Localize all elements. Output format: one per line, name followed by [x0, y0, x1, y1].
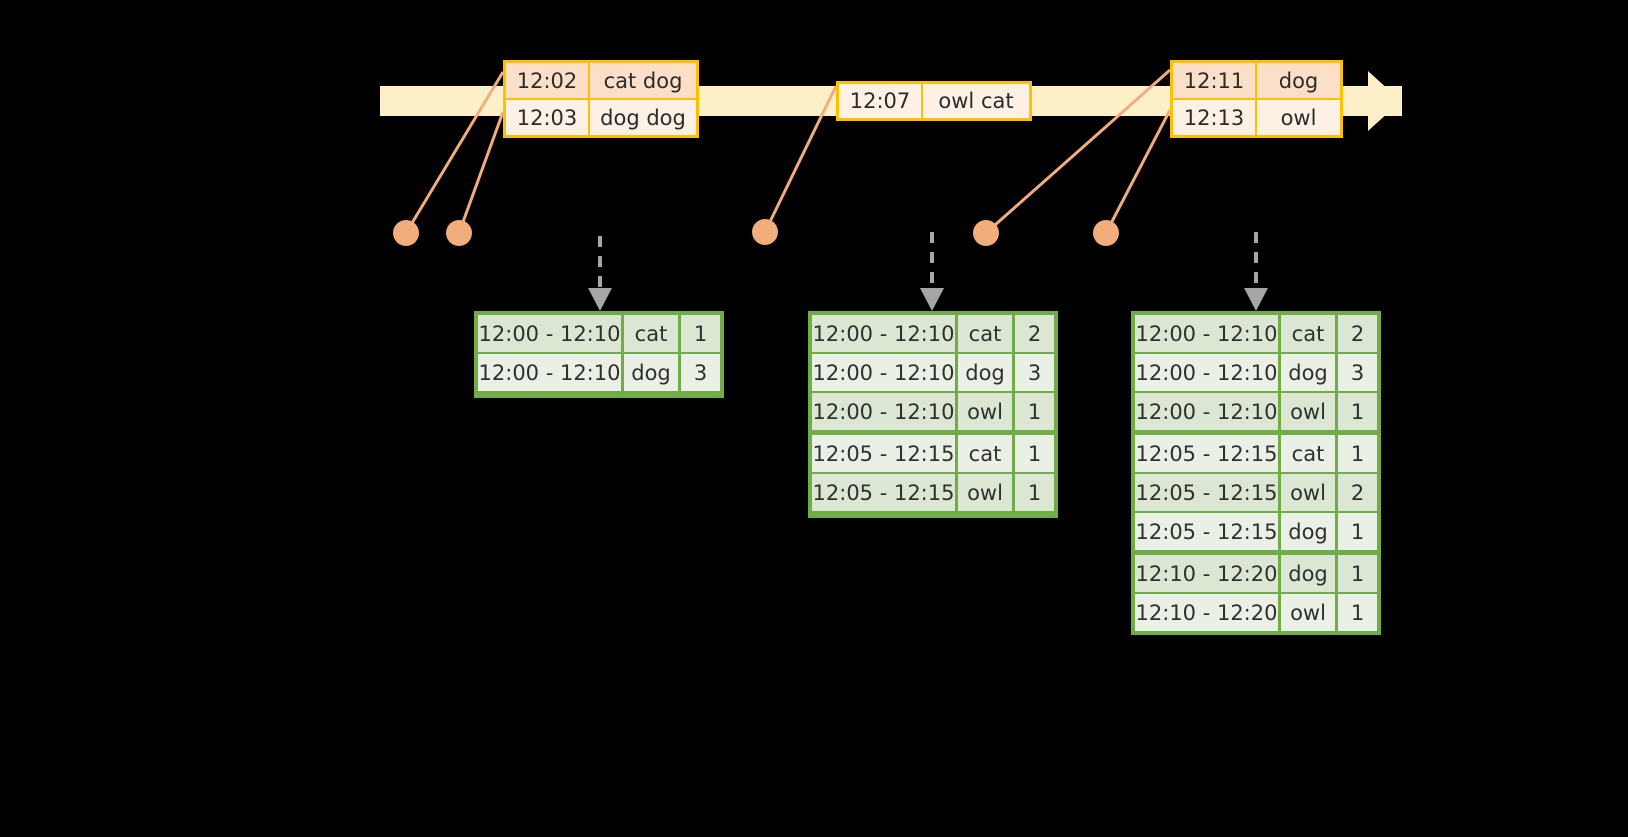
count-cell: 1	[681, 315, 720, 352]
event-words: owl cat	[923, 84, 1029, 118]
count-cell: 3	[1015, 354, 1054, 391]
event-dot-2[interactable]	[446, 220, 472, 246]
window-cell: 12:00 - 12:10	[812, 354, 958, 391]
event-dot-5[interactable]	[1093, 220, 1119, 246]
count-cell: 1	[1015, 474, 1054, 511]
word-cell: dog	[1281, 555, 1338, 592]
event-row: 12:11 dog	[1173, 63, 1340, 98]
count-cell: 2	[1338, 315, 1377, 352]
window-cell: 12:00 - 12:10	[478, 354, 624, 391]
event-time: 12:02	[506, 63, 590, 98]
event-row: 12:13 owl	[1173, 98, 1340, 135]
event-words: dog	[1257, 63, 1340, 98]
window-cell: 12:00 - 12:10	[812, 393, 958, 430]
count-cell: 1	[1338, 555, 1377, 592]
event-row: 12:03 dog dog	[506, 98, 696, 135]
event-dot-3[interactable]	[752, 219, 778, 245]
window-cell: 12:00 - 12:10	[1135, 393, 1281, 430]
event-words: cat dog	[590, 63, 696, 98]
event-time: 12:03	[506, 100, 590, 135]
event-group-3[interactable]: 12:11 dog 12:13 owl	[1170, 60, 1343, 138]
word-cell: owl	[1281, 474, 1338, 511]
word-cell: dog	[958, 354, 1015, 391]
count-cell: 1	[1338, 513, 1377, 550]
count-cell: 2	[1015, 315, 1054, 352]
event-group-1[interactable]: 12:02 cat dog 12:03 dog dog	[503, 60, 699, 138]
count-cell: 1	[1338, 393, 1377, 430]
word-cell: owl	[958, 393, 1015, 430]
word-cell: owl	[1281, 393, 1338, 430]
window-cell: 12:00 - 12:10	[478, 315, 624, 352]
word-cell: owl	[1281, 594, 1338, 631]
word-cell: owl	[958, 474, 1015, 511]
window-cell: 12:10 - 12:20	[1135, 555, 1281, 592]
window-cell: 12:00 - 12:10	[1135, 315, 1281, 352]
event-group-2[interactable]: 12:07 owl cat	[836, 81, 1032, 121]
window-cell: 12:00 - 12:10	[812, 315, 958, 352]
word-cell: dog	[1281, 354, 1338, 391]
window-cell: 12:05 - 12:15	[1135, 474, 1281, 511]
event-row: 12:07 owl cat	[839, 84, 1029, 118]
event-words: dog dog	[590, 100, 696, 135]
count-cell: 3	[681, 354, 720, 391]
count-cell: 1	[1338, 594, 1377, 631]
event-words: owl	[1257, 100, 1340, 135]
event-time: 12:13	[1173, 100, 1257, 135]
window-cell: 12:05 - 12:15	[1135, 435, 1281, 472]
window-cell: 12:00 - 12:10	[1135, 354, 1281, 391]
event-dot-4[interactable]	[973, 220, 999, 246]
word-cell: cat	[624, 315, 681, 352]
count-cell: 1	[1015, 435, 1054, 472]
word-cell: dog	[624, 354, 681, 391]
window-cell: 12:05 - 12:15	[1135, 513, 1281, 550]
timeline-arrowhead-icon	[1368, 71, 1401, 131]
event-time: 12:07	[839, 84, 923, 118]
count-cell: 3	[1338, 354, 1377, 391]
window-cell: 12:05 - 12:15	[812, 474, 958, 511]
event-row: 12:02 cat dog	[506, 63, 696, 98]
word-cell: cat	[958, 315, 1015, 352]
count-cell: 1	[1015, 393, 1054, 430]
count-cell: 2	[1338, 474, 1377, 511]
event-dot-1[interactable]	[393, 220, 419, 246]
word-cell: cat	[1281, 315, 1338, 352]
word-cell: cat	[1281, 435, 1338, 472]
count-cell: 1	[1338, 435, 1377, 472]
event-time: 12:11	[1173, 63, 1257, 98]
window-cell: 12:10 - 12:20	[1135, 594, 1281, 631]
window-cell: 12:05 - 12:15	[812, 435, 958, 472]
word-cell: cat	[958, 435, 1015, 472]
word-cell: dog	[1281, 513, 1338, 550]
